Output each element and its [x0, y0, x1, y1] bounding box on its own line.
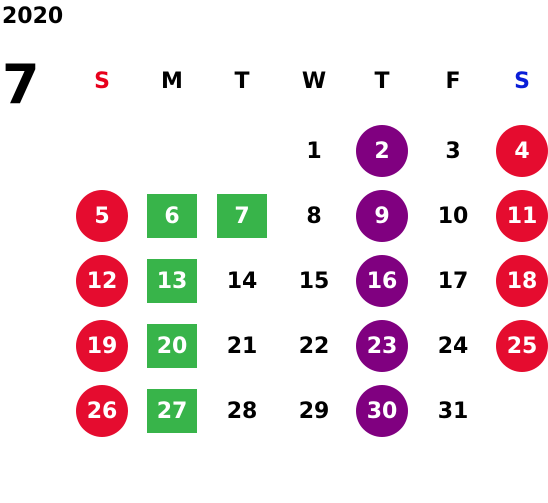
calendar-day[interactable]: 15: [298, 268, 330, 294]
calendar-day[interactable]: 10: [437, 203, 469, 229]
calendar-day[interactable]: 3: [445, 138, 461, 164]
calendar-day[interactable]: 23: [356, 320, 408, 372]
calendar-day[interactable]: 11: [496, 190, 548, 242]
calendar-day[interactable]: 5: [76, 190, 128, 242]
calendar-day[interactable]: 18: [496, 255, 548, 307]
weekday-header: W: [301, 68, 327, 94]
weekday-header: S: [94, 68, 110, 94]
calendar-day[interactable]: 1: [306, 138, 322, 164]
calendar-day[interactable]: 28: [226, 398, 258, 424]
month-number: 7: [2, 53, 40, 116]
calendar-day[interactable]: 13: [147, 259, 197, 303]
calendar-day[interactable]: 7: [217, 194, 267, 238]
weekday-header: T: [234, 68, 250, 94]
calendar-day[interactable]: 29: [298, 398, 330, 424]
calendar-day[interactable]: 20: [147, 324, 197, 368]
calendar-day[interactable]: 19: [76, 320, 128, 372]
calendar-day[interactable]: 31: [437, 398, 469, 424]
weekday-header: S: [514, 68, 530, 94]
weekday-header: F: [445, 68, 461, 94]
calendar-day[interactable]: 8: [306, 203, 322, 229]
weekday-header: T: [374, 68, 390, 94]
calendar-day[interactable]: 30: [356, 385, 408, 437]
calendar-day[interactable]: 2: [356, 125, 408, 177]
calendar-day[interactable]: 27: [147, 389, 197, 433]
weekday-header: M: [161, 68, 183, 94]
calendar-day[interactable]: 21: [226, 333, 258, 359]
calendar-day[interactable]: 4: [496, 125, 548, 177]
calendar-day[interactable]: 12: [76, 255, 128, 307]
calendar-day[interactable]: 14: [226, 268, 258, 294]
calendar-day[interactable]: 6: [147, 194, 197, 238]
calendar-day[interactable]: 17: [437, 268, 469, 294]
calendar-day[interactable]: 25: [496, 320, 548, 372]
calendar-day[interactable]: 9: [356, 190, 408, 242]
calendar-day[interactable]: 16: [356, 255, 408, 307]
calendar-day[interactable]: 24: [437, 333, 469, 359]
calendar-day[interactable]: 26: [76, 385, 128, 437]
year-label: 2020: [2, 4, 64, 29]
calendar-day[interactable]: 22: [298, 333, 330, 359]
